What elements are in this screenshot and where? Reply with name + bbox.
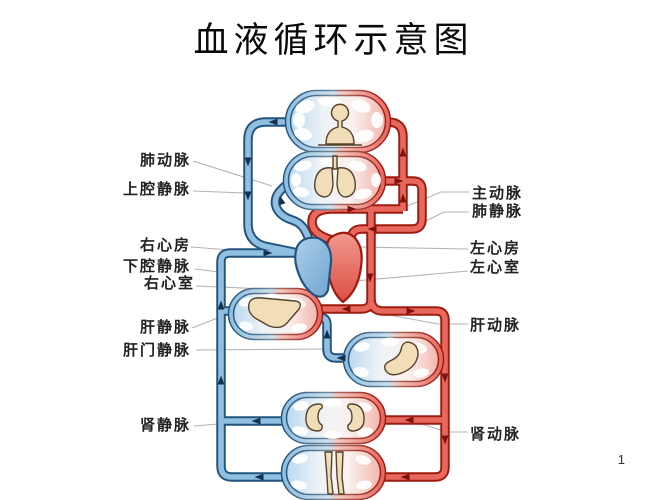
- label-pulmonary-vein: 肺静脉: [472, 204, 524, 220]
- heart: [294, 231, 363, 304]
- label-renal-artery: 肾动脉: [470, 427, 522, 443]
- person-icon: [318, 103, 362, 146]
- label-hepatic-artery: 肝动脉: [470, 318, 522, 334]
- organ-icons: [247, 103, 419, 495]
- lungs-icon: [314, 155, 356, 198]
- lungs-capillary-bed: [282, 150, 387, 211]
- page-title: 血液循环示意图: [193, 21, 474, 60]
- stomach-icon: [383, 341, 419, 376]
- page-number: 1: [617, 452, 625, 467]
- kidneys-capillary-bed: [280, 391, 387, 445]
- legs-icon: [324, 451, 345, 495]
- label-right-ventricle: 右心室: [143, 276, 195, 292]
- label-left-atrium: 左心房: [470, 241, 522, 257]
- legs-capillary-bed: [280, 444, 387, 500]
- label-left-ventricle: 左心室: [470, 260, 522, 276]
- label-pulmonary-artery: 肺动脉: [139, 153, 191, 169]
- capillary-beds: [227, 89, 445, 500]
- label-renal-vein: 肾静脉: [139, 418, 191, 434]
- label-right-atrium: 右心房: [139, 238, 191, 254]
- label-aorta: 主动脉: [472, 186, 524, 202]
- label-superior-vena-cava: 上腔静脉: [122, 182, 191, 198]
- label-hepatic-portal-vein: 肝门静脉: [122, 343, 191, 359]
- kidneys-icon: [305, 403, 365, 432]
- liver-icon: [247, 297, 302, 329]
- right-heart-shape: [294, 236, 333, 298]
- label-inferior-vena-cava: 下腔静脉: [122, 259, 191, 275]
- label-hepatic-vein: 肝静脉: [139, 320, 191, 336]
- left-heart-shape: [325, 231, 363, 304]
